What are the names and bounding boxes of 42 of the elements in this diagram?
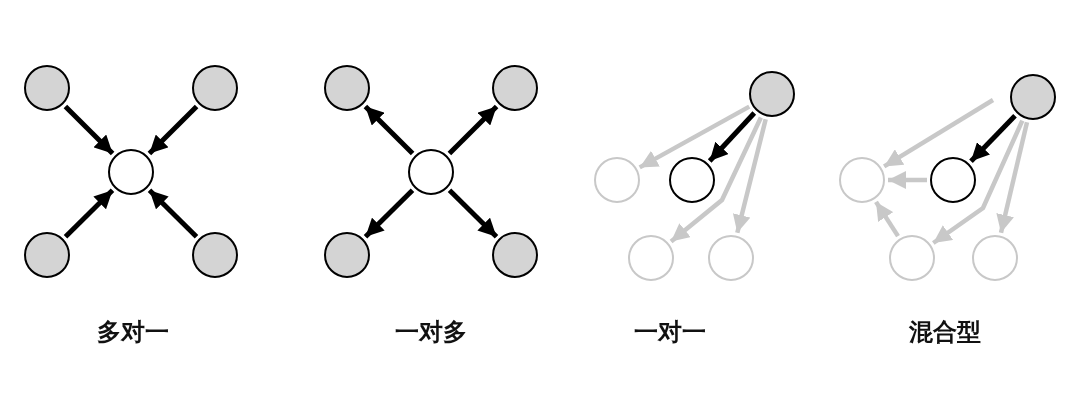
arrow	[447, 104, 499, 156]
arrow	[147, 188, 199, 239]
circle-node	[492, 232, 538, 278]
panel-caption: 多对一	[97, 317, 169, 348]
arrow	[638, 104, 751, 170]
circle-node	[930, 157, 976, 203]
arrow	[363, 188, 415, 239]
panel-caption: 一对多	[395, 317, 467, 348]
arrow	[363, 104, 415, 156]
circle-node	[669, 157, 715, 203]
arrow	[147, 104, 199, 156]
circle-node	[192, 232, 238, 278]
arrow	[447, 188, 499, 239]
arrow	[63, 104, 115, 156]
panel-caption: 混合型	[909, 317, 981, 348]
circle-node	[749, 71, 795, 117]
circle-node	[628, 235, 674, 281]
arrow	[883, 98, 995, 169]
arrow	[996, 121, 1030, 234]
circle-node	[492, 65, 538, 111]
circle-node	[972, 235, 1018, 281]
arrow	[888, 171, 927, 189]
arrow	[932, 119, 1025, 245]
panel-caption: 一对一	[634, 317, 706, 348]
circle-node	[1010, 74, 1056, 120]
arrow	[63, 188, 115, 239]
arrow	[707, 111, 757, 163]
arrow	[874, 200, 900, 238]
circle-node	[24, 65, 70, 111]
circle-node	[324, 232, 370, 278]
circle-node	[708, 235, 754, 281]
circle-node	[408, 149, 454, 195]
circle-node	[108, 149, 154, 195]
circle-node	[889, 235, 935, 281]
circle-node	[839, 157, 885, 203]
arrow	[732, 118, 768, 234]
arrow	[669, 116, 763, 244]
circle-node	[594, 157, 640, 203]
circle-node	[192, 65, 238, 111]
circle-node	[24, 232, 70, 278]
circle-node	[324, 65, 370, 111]
arrow	[969, 113, 1017, 164]
